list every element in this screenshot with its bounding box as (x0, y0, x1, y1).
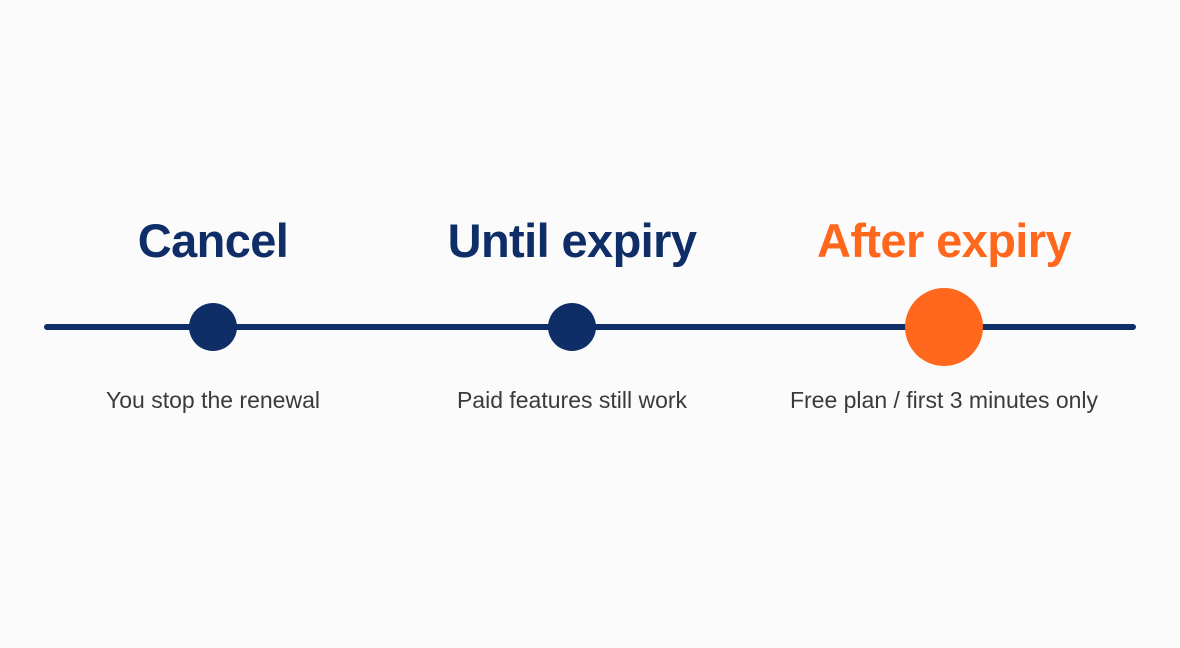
stage-until-expiry: Until expiry Paid features still work (352, 0, 792, 648)
stage-title: Until expiry (447, 214, 697, 267)
stage-title: After expiry (816, 214, 1072, 267)
stage-description: Free plan / first 3 minutes only (789, 387, 1099, 413)
stage-marker-highlighted (905, 288, 983, 366)
stage-title: Cancel (137, 214, 289, 267)
stage-cancel: Cancel You stop the renewal (0, 0, 433, 648)
stage-after-expiry: After expiry Free plan / first 3 minutes… (724, 0, 1164, 648)
stage-description: Paid features still work (456, 387, 688, 413)
stage-marker (189, 303, 237, 351)
stage-marker (548, 303, 596, 351)
stage-description: You stop the renewal (106, 387, 320, 413)
